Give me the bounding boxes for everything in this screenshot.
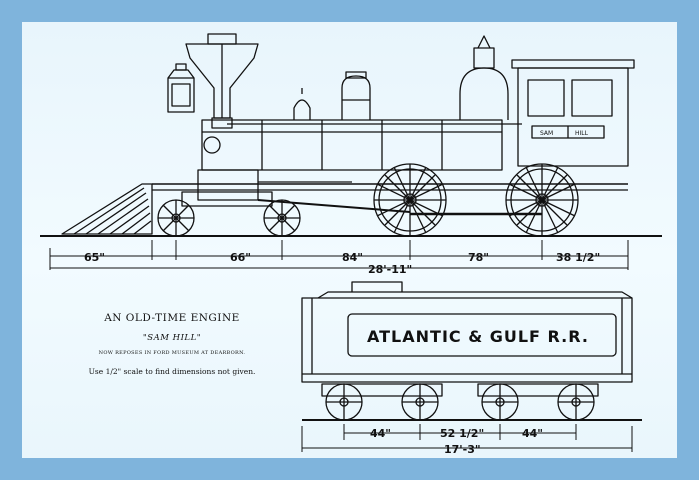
caption-scale-note: Use 1/2" scale to find dimensions not gi… [88, 367, 256, 376]
cab [511, 59, 635, 167]
dim-44-left: 44" [370, 427, 391, 440]
locomotive-dimension-lines [49, 240, 629, 270]
dim-84: 84" [342, 251, 363, 264]
headlight [167, 63, 195, 113]
cab-plate-left: SAM [540, 130, 553, 137]
dim-38-half: 38 1/2" [556, 251, 600, 264]
caption-engine-name: "SAM HILL" [142, 333, 202, 343]
dim-78: 78" [468, 251, 489, 264]
locomotive-drawing: 65" 66" 84" 78" 38 1/2" 28'-11" SAM HILL [40, 33, 662, 276]
tender-wheel-1 [325, 383, 363, 421]
driving-wheel-2 [505, 163, 579, 237]
cowcatcher [61, 183, 153, 235]
dim-65: 65" [84, 251, 105, 264]
caption-museum-note: NOW REPOSES IN FORD MUSEUM AT DEARBORN. [98, 350, 246, 356]
cab-plate-right: HILL [575, 130, 589, 137]
sand-dome [459, 35, 509, 120]
dim-66: 66" [230, 251, 251, 264]
dim-44-right: 44" [522, 427, 543, 440]
blueprint-sheet: 65" 66" 84" 78" 38 1/2" 28'-11" SAM HILL [22, 22, 677, 458]
smokestack [185, 33, 259, 129]
tender-dimension-lines [301, 424, 633, 452]
dim-overall-tender: 17'-3" [444, 443, 481, 456]
leading-wheel-1 [157, 199, 195, 237]
tender-wheel-3 [481, 383, 519, 421]
dim-52-half: 52 1/2" [440, 427, 484, 440]
tender-wheel-4 [557, 383, 595, 421]
leading-wheel-2 [263, 199, 301, 237]
tender-wheel-2 [401, 383, 439, 421]
tender-drawing: ATLANTIC & GULF R.R. 44" 52 1/2" 44" 17'… [301, 281, 642, 456]
drawing-caption: AN OLD-TIME ENGINE "SAM HILL" NOW REPOSE… [62, 312, 282, 376]
dim-overall-locomotive: 28'-11" [368, 263, 412, 276]
bell [293, 88, 311, 120]
boiler [201, 119, 522, 171]
tender-railroad-name: ATLANTIC & GULF R.R. [367, 327, 589, 346]
steam-dome [341, 71, 371, 120]
caption-title: AN OLD-TIME ENGINE [104, 312, 240, 324]
